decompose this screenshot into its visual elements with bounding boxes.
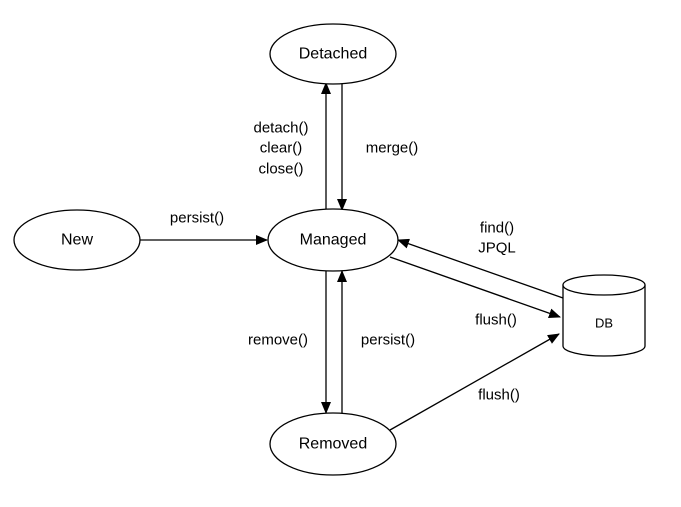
flush-removed-label: flush() xyxy=(478,387,520,404)
node-detached-label: Detached xyxy=(299,46,368,63)
database-label: DB xyxy=(595,316,613,331)
flush-managed-arrow xyxy=(389,256,561,319)
find-arrow xyxy=(397,238,564,299)
database-cylinder: DB xyxy=(562,274,646,357)
find-label: find() xyxy=(480,220,514,237)
persist-new-label: persist() xyxy=(170,210,224,227)
node-removed-label: Removed xyxy=(299,436,367,453)
flush-removed-arrow xyxy=(389,333,560,431)
node-new-label: New xyxy=(61,232,93,249)
node-managed: Managed xyxy=(267,208,399,272)
merge-label: merge() xyxy=(366,140,419,157)
node-removed: Removed xyxy=(269,412,397,476)
jpql-label: JPQL xyxy=(478,240,516,257)
flush-managed-label: flush() xyxy=(475,312,517,329)
remove-label: remove() xyxy=(248,332,308,349)
close-label: close() xyxy=(258,161,303,178)
detach-label: detach() xyxy=(253,120,308,137)
clear-label: clear() xyxy=(260,140,303,157)
node-managed-label: Managed xyxy=(300,232,367,249)
persist-removed-label: persist() xyxy=(361,332,415,349)
node-detached: Detached xyxy=(269,23,397,85)
node-new: New xyxy=(13,209,141,271)
